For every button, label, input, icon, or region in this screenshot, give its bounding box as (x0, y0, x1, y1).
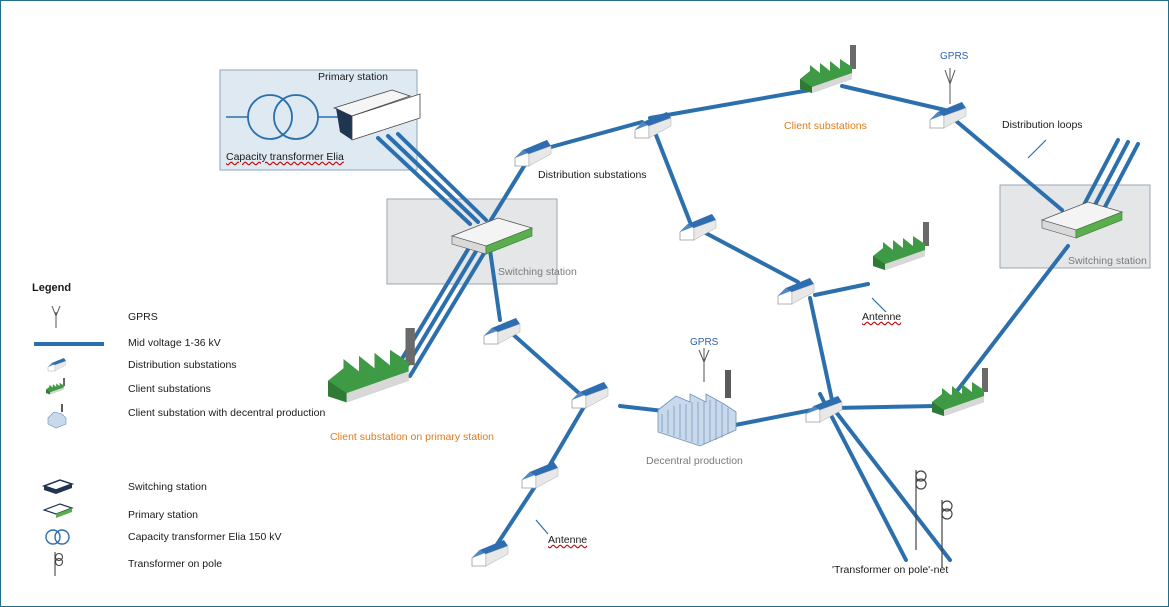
decentral-production-icon (47, 404, 67, 429)
gprs-antenna-top (944, 68, 956, 104)
primary-station-icon (42, 503, 74, 518)
label-transformer-on-pole-net: 'Transformer on pole'-net (832, 564, 949, 576)
callout-lines (535, 139, 1047, 535)
label-switching-station-left: Switching station (498, 266, 577, 278)
primary-station-dark-side (336, 108, 352, 140)
decentral-production-building (657, 370, 737, 447)
antenna-icon (51, 305, 61, 328)
switching-station-icon (41, 479, 75, 494)
transformer-coil-left (247, 94, 293, 140)
client-substation-antenne (873, 222, 929, 270)
legend-item-client-substations: Client substations (128, 383, 211, 395)
client-substation-right (932, 368, 988, 416)
distribution-substation-9 (521, 461, 559, 489)
legend-item-decentral-production: Client substation with decentral product… (128, 407, 326, 419)
pole-transformer-1 (915, 470, 927, 550)
label-capacity-transformer: Capacity transformer Elia (226, 151, 344, 163)
switching-station-right-symbol (1040, 201, 1124, 239)
label-decentral-production: Decentral production (646, 455, 743, 467)
label-antenne-mid: Antenne (862, 311, 902, 323)
label-primary-station: Primary station (318, 71, 389, 83)
label-switching-station-right: Switching station (1068, 255, 1147, 267)
pole-transformer-icon (54, 552, 64, 576)
legend-item-capacity-transformer: Capacity transformer Elia 150 kV (128, 531, 282, 543)
distribution-substation-7 (571, 381, 609, 409)
legend-title: Legend (32, 282, 72, 294)
mid-voltage-lines (376, 84, 1140, 562)
distribution-substation-6 (483, 317, 521, 345)
client-substation-primary (328, 328, 415, 403)
pole-transformer-2 (941, 500, 953, 568)
distribution-substation-icon (47, 357, 67, 372)
legend-item-distribution-substations: Distribution substations (128, 359, 237, 371)
legend-icons (34, 305, 104, 576)
legend-item-gprs: GPRS (128, 311, 158, 323)
distribution-substation-1 (514, 139, 552, 167)
switching-station-left-symbol (450, 217, 534, 255)
gprs-antenna-mid (698, 348, 710, 382)
legend-item-primary-station: Primary station (128, 509, 199, 521)
label-antenne-bottom: Antenne (548, 534, 588, 546)
label-client-substations: Client substations (784, 120, 867, 132)
label-distribution-loops: Distribution loops (1002, 119, 1083, 131)
legend-item-pole-transformer: Transformer on pole (128, 558, 223, 570)
legend-item-mid-voltage: Mid voltage 1-36 kV (128, 337, 221, 349)
distribution-substation-10 (471, 539, 509, 567)
capacity-transformer-icon (45, 529, 70, 545)
label-gprs-mid: GPRS (690, 337, 719, 348)
label-distribution-substations: Distribution substations (538, 169, 647, 181)
legend-item-switching-station: Switching station (128, 481, 207, 493)
label-client-substation-primary: Client substation on primary station (330, 431, 494, 443)
client-substation-icon (46, 378, 66, 395)
label-gprs-top: GPRS (940, 51, 969, 62)
